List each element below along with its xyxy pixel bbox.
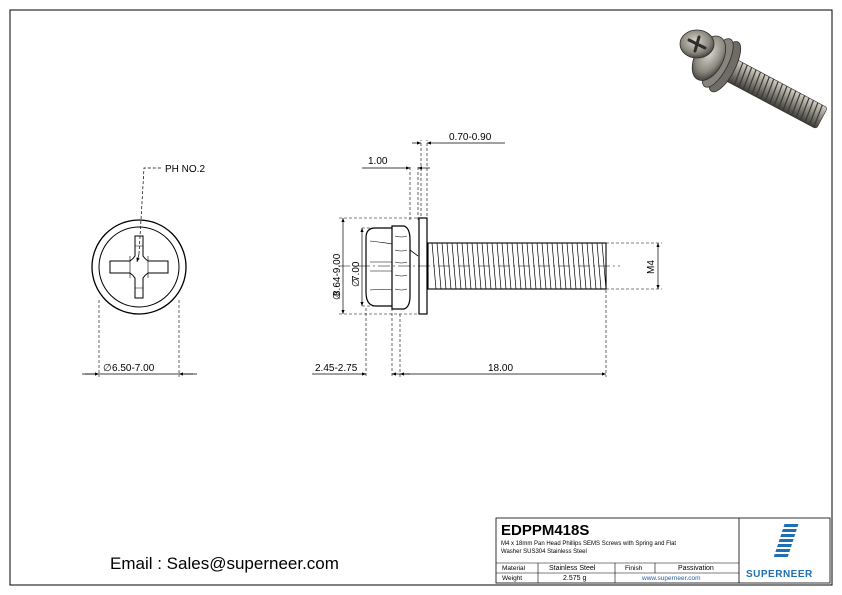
contact-email[interactable]: Email : Sales@superneer.com bbox=[110, 554, 339, 573]
title-block bbox=[495, 517, 831, 584]
flat-washer-dia-symbol: ∅ bbox=[332, 291, 343, 300]
head-height-label: 2.45-2.75 bbox=[315, 363, 358, 374]
recess-label: PH NO.2 bbox=[165, 164, 205, 175]
head-dia-dimension bbox=[82, 300, 197, 377]
head-dia-symbol: ∅ bbox=[103, 363, 112, 374]
material-label: Material bbox=[502, 565, 526, 572]
weight-label: Weight bbox=[502, 575, 522, 582]
spring-thickness-label: 1.00 bbox=[368, 156, 388, 167]
spring-dia-symbol: ∅ bbox=[351, 278, 362, 287]
spring-dia-label: 7.00 bbox=[351, 261, 362, 281]
screw-side-view bbox=[338, 217, 620, 315]
screw-3d-render bbox=[679, 29, 827, 129]
superneer-logo-icon bbox=[773, 524, 799, 557]
brand-name: SUPERNEER bbox=[746, 569, 813, 580]
flat-washer-dia-label: 8.64-9.00 bbox=[332, 253, 343, 296]
length-label: 18.00 bbox=[488, 363, 513, 374]
head-top-view bbox=[91, 167, 187, 315]
description-line-1: M4 x 18mm Pan Head Phillips SEMS Screws … bbox=[501, 541, 676, 547]
description-line-2: Washer SUS304 Stainless Steel bbox=[501, 549, 587, 555]
website-link[interactable]: www.superneer.com bbox=[641, 575, 701, 582]
washer-thickness-label: 0.70-0.90 bbox=[449, 132, 492, 143]
head-dia-label: 6.50-7.00 bbox=[112, 363, 155, 374]
finish-label: Finish bbox=[625, 565, 643, 572]
weight-value: 2.575 g bbox=[563, 575, 586, 582]
side-dimensions bbox=[312, 140, 662, 377]
finish-value: Passivation bbox=[678, 565, 714, 572]
sheet-border bbox=[9, 9, 833, 586]
material-value: Stainless Steel bbox=[549, 565, 596, 572]
thread-label: M4 bbox=[646, 260, 657, 274]
part-number: EDPPM418S bbox=[501, 522, 589, 539]
